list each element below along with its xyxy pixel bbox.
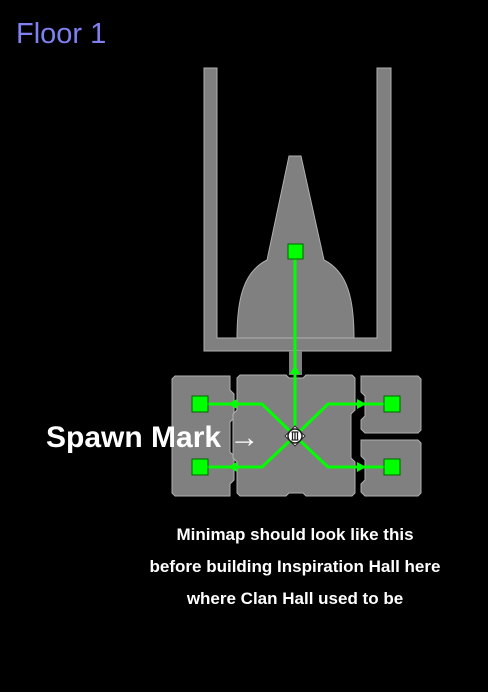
spawn-mark-arrow: → bbox=[229, 421, 260, 454]
minimap-paths bbox=[198, 250, 394, 469]
node-east-lower bbox=[383, 458, 401, 476]
arrowhead-northwest bbox=[228, 399, 237, 409]
caption-line-2: before building Inspiration Hall here bbox=[149, 557, 441, 576]
path-arrowheads bbox=[228, 365, 366, 472]
path-northeast bbox=[293, 402, 394, 438]
arrowhead-north bbox=[290, 365, 300, 374]
minimap-nodes bbox=[191, 243, 401, 476]
path-southeast bbox=[293, 434, 394, 469]
spawn-mark-icon[interactable] bbox=[284, 425, 306, 447]
floor-title: Floor 1 bbox=[16, 18, 107, 50]
node-east-upper bbox=[383, 395, 401, 413]
hall-corridor bbox=[203, 67, 392, 352]
node-west-upper bbox=[191, 395, 209, 413]
path-northwest bbox=[198, 402, 297, 438]
node-west-lower bbox=[191, 458, 209, 476]
spawn-mark-text: Spawn Mark bbox=[46, 421, 222, 454]
caption-line-1: Minimap should look like this bbox=[176, 525, 414, 544]
arrowhead-southeast bbox=[357, 462, 366, 472]
node-north bbox=[287, 243, 304, 260]
spawn-mark-label: Spawn Mark → bbox=[46, 421, 259, 455]
path-southwest bbox=[198, 434, 297, 469]
caption-line-3: where Clan Hall used to be bbox=[186, 589, 404, 608]
arrowhead-northeast bbox=[357, 399, 366, 409]
note-caption: Minimap should look like this before bui… bbox=[0, 522, 488, 618]
arrowhead-southwest bbox=[228, 462, 237, 472]
